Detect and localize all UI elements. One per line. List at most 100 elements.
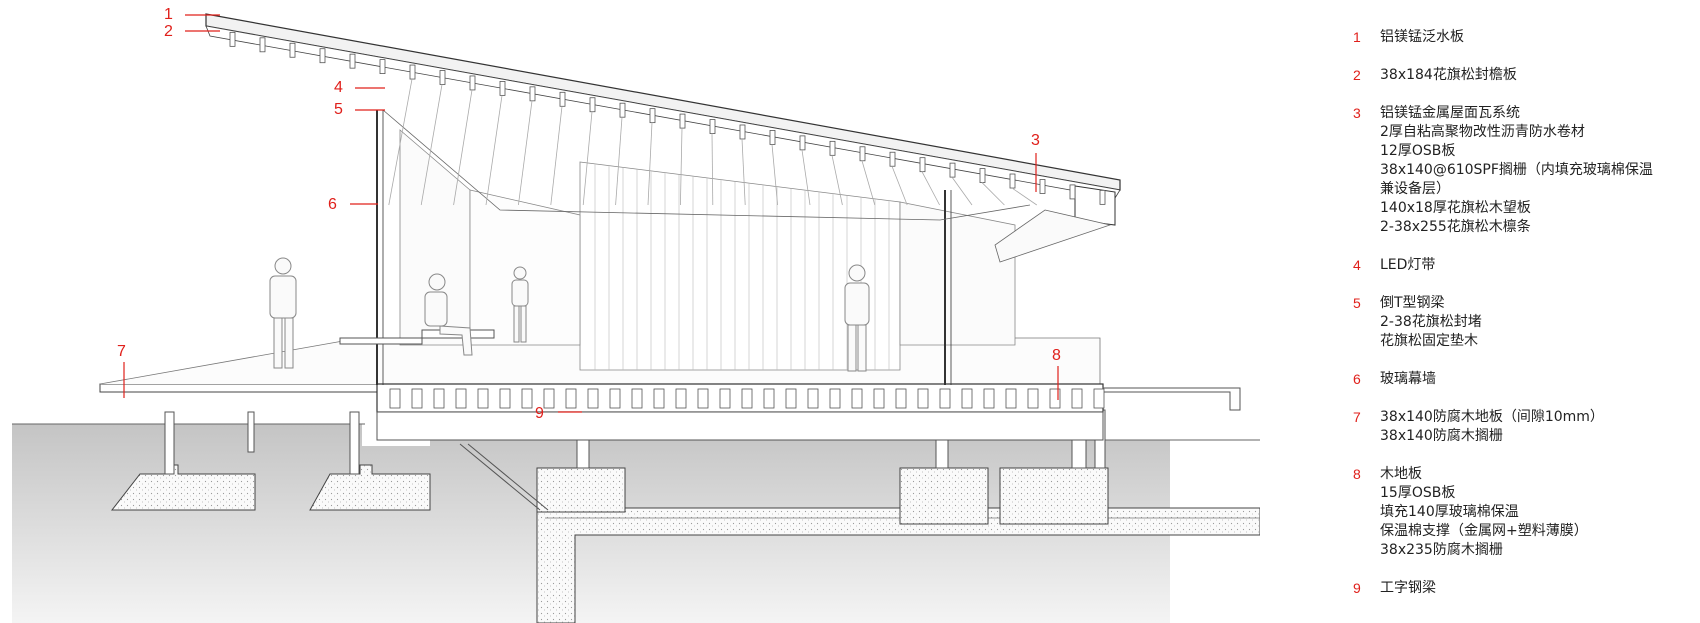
floor-joist <box>917 388 929 409</box>
floor-joist <box>499 388 511 409</box>
svg-text:5: 5 <box>334 101 343 118</box>
legend-item: 1 铝镁锰泛水板 <box>1353 28 1695 47</box>
callout-1: 1 <box>164 6 220 23</box>
callout-8: 8 <box>1052 347 1061 400</box>
floor-joist <box>895 388 907 409</box>
legend-text: 铝镁锰泛水板 <box>1380 29 1464 45</box>
callout-2: 2 <box>164 23 220 40</box>
purlin-line <box>582 111 593 206</box>
roof-rafter <box>739 124 746 140</box>
floor-joists <box>389 388 1105 409</box>
floor-joist <box>939 388 951 409</box>
section-drawing: 1 2 3 4 5 6 7 8 <box>12 6 1260 623</box>
legend-text: 玻璃幕墙 <box>1380 371 1436 387</box>
purlin-line <box>951 176 973 206</box>
legend-number: 7 <box>1353 409 1361 425</box>
callout-6: 6 <box>328 196 378 213</box>
legend-text: 保温棉支撑（金属网+塑料薄膜） <box>1380 523 1588 539</box>
purlin-line <box>550 106 563 206</box>
roof-rafter <box>889 151 896 167</box>
roof-rafter <box>709 119 716 134</box>
floor-joist <box>697 388 709 409</box>
legend-text: 38x140防腐木地板（间隙10mm） <box>1380 409 1604 425</box>
purlin-line <box>981 182 1005 206</box>
floor-joist <box>851 388 863 409</box>
roof-rafter <box>919 157 926 173</box>
svg-text:7: 7 <box>117 343 126 360</box>
roof-rafter <box>1099 189 1106 205</box>
floor-joist <box>719 388 731 409</box>
legend-text: 兼设备层） <box>1380 181 1450 197</box>
roof-rafter <box>259 37 266 53</box>
roof-rafters <box>229 31 1106 206</box>
callout-9: 9 <box>535 405 582 422</box>
purlin-line <box>1011 187 1038 206</box>
legend-text: 工字钢梁 <box>1380 580 1436 596</box>
purlin-line <box>518 100 533 206</box>
floor-joist <box>1005 388 1017 409</box>
floor-joist <box>1093 388 1105 409</box>
floor-joist <box>983 388 995 409</box>
floor-joist <box>741 388 753 409</box>
purlin-line <box>771 144 778 206</box>
floor-joist <box>433 388 445 409</box>
legend-number: 3 <box>1353 105 1361 121</box>
purlin-line <box>615 117 623 206</box>
floor-joist <box>587 388 599 409</box>
svg-text:3: 3 <box>1031 132 1040 149</box>
legend-number: 8 <box>1353 466 1361 482</box>
svg-text:6: 6 <box>328 196 337 213</box>
person-left <box>269 257 297 369</box>
legend-text: 倒T型钢梁 <box>1380 295 1445 311</box>
purlin-line <box>741 138 746 206</box>
roof-rafter <box>589 97 596 113</box>
roof-rafter <box>769 130 776 145</box>
roof-rafter <box>289 42 296 58</box>
purlin-line <box>388 78 413 206</box>
legend-text: 铝镁锰金属屋面瓦系统 <box>1380 105 1520 121</box>
roof-rafter <box>319 48 326 64</box>
legend-text: 填充140厚玻璃棉保温 <box>1380 504 1519 520</box>
legend-number: 5 <box>1353 295 1361 311</box>
legend-text: 38x140防腐木搁栅 <box>1380 428 1503 444</box>
floor-joist <box>477 388 489 409</box>
callout-4: 4 <box>334 79 385 96</box>
purlin-line <box>861 160 876 206</box>
roof-rafter <box>229 31 236 47</box>
roof-rafter <box>1069 184 1076 200</box>
legend-text: 140x18厚花旗松木望板 <box>1380 200 1531 216</box>
legend-text: 15厚OSB板 <box>1380 485 1456 501</box>
floor-joist <box>411 388 423 409</box>
floor-joist <box>653 388 665 409</box>
roof-rafter <box>439 70 446 85</box>
legend-text: 38x184花旗松封檐板 <box>1380 67 1517 83</box>
floor-joist <box>675 388 687 409</box>
floor-joist <box>961 388 973 409</box>
legend-number: 4 <box>1353 257 1361 273</box>
legend-item: 9 工字钢梁 <box>1353 579 1695 598</box>
svg-text:8: 8 <box>1052 347 1061 364</box>
floor-joist <box>785 388 797 409</box>
roof-rafter <box>529 86 536 102</box>
callout-5: 5 <box>334 101 385 118</box>
svg-text:2: 2 <box>164 23 173 40</box>
floor-joist <box>609 388 621 409</box>
roof-rafter <box>559 91 566 107</box>
legend-item: 7 38x140防腐木地板（间隙10mm） 38x140防腐木搁栅 <box>1353 408 1695 446</box>
roof-rafter <box>379 59 386 75</box>
floor-joist <box>521 388 533 409</box>
floor-joist <box>389 388 401 409</box>
svg-text:4: 4 <box>334 79 343 96</box>
people <box>269 257 870 372</box>
footings <box>110 464 1109 525</box>
legend-number: 9 <box>1353 580 1361 596</box>
legend-number: 1 <box>1353 29 1361 45</box>
roof-rafter <box>979 168 986 183</box>
legend-number: 2 <box>1353 67 1361 83</box>
purlin-line <box>891 166 908 206</box>
